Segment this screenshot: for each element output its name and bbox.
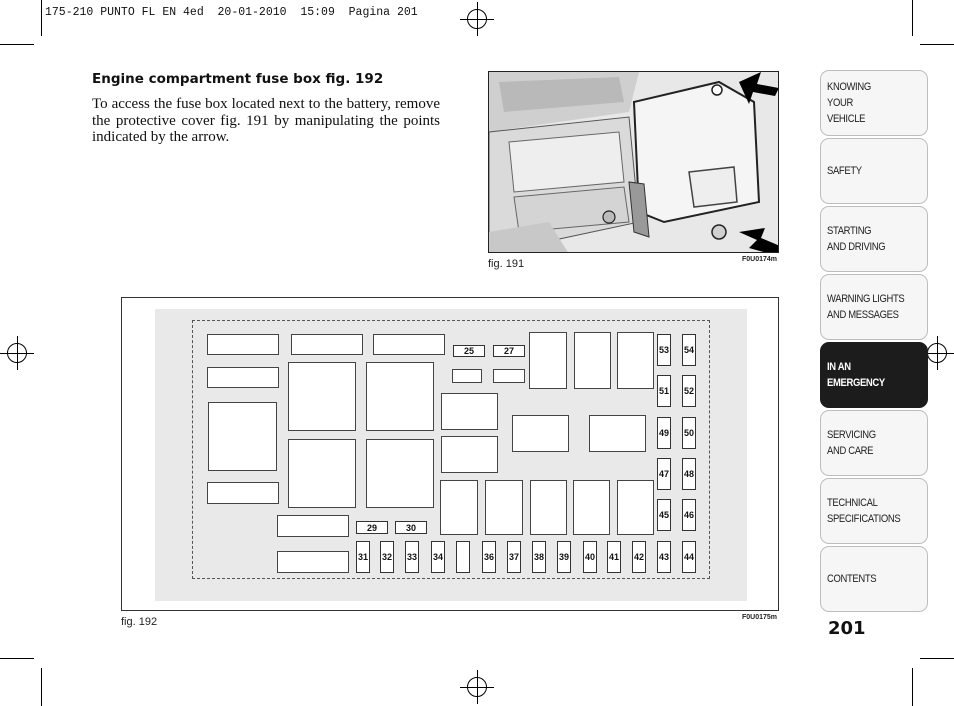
registration-mark-top — [460, 2, 494, 36]
fuse-39: 39 — [557, 541, 571, 573]
relay-block — [441, 436, 498, 473]
fuse-42: 42 — [632, 541, 646, 573]
fuse-51: 51 — [657, 375, 671, 407]
fuse-27: 27 — [493, 345, 525, 357]
tab-label: SERVICING AND CARE — [827, 429, 876, 457]
relay-block — [208, 402, 277, 471]
crop-mark — [920, 658, 954, 659]
crop-mark — [912, 668, 913, 706]
page-number: 201 — [828, 618, 866, 639]
relay-block — [530, 480, 567, 535]
tab-label: KNOWING YOUR VEHICLE — [827, 81, 871, 125]
relay-block — [512, 415, 569, 452]
crop-mark — [912, 0, 913, 36]
relay-block — [366, 362, 434, 431]
crop-mark — [0, 658, 34, 659]
crop-mark — [41, 0, 42, 36]
tab-contents[interactable]: CONTENTS — [820, 546, 928, 612]
tab-starting-and-driving[interactable]: STARTING AND DRIVING — [820, 206, 928, 272]
fuse-41: 41 — [607, 541, 621, 573]
relay-block — [291, 334, 363, 355]
relay-block — [493, 369, 525, 383]
fuse-30: 30 — [395, 521, 427, 534]
relay-block — [288, 439, 356, 508]
relay-block — [574, 332, 611, 389]
fuse-box-diagram: 25 27 29 30 31 32 33 34 36 37 38 39 40 4… — [121, 297, 779, 611]
fuse-25: 25 — [453, 345, 485, 357]
relay-block — [277, 515, 349, 537]
tab-label: STARTING AND DRIVING — [827, 225, 886, 253]
crop-mark — [0, 44, 34, 45]
fuse-35-empty — [456, 541, 470, 573]
fuse-52: 52 — [682, 375, 696, 407]
fuse-50: 50 — [682, 417, 696, 449]
relay-block — [277, 551, 349, 573]
relay-block — [589, 415, 646, 452]
relay-block — [529, 332, 567, 389]
tab-warning-lights[interactable]: WARNING LIGHTS AND MESSAGES — [820, 274, 928, 340]
fuse-box-outline — [192, 320, 710, 579]
print-slug: 175-210 PUNTO FL EN 4ed 20-01-2010 15:09… — [45, 6, 418, 19]
fuse-47: 47 — [657, 458, 671, 490]
section-body: To access the fuse box located next to t… — [92, 96, 440, 145]
relay-block — [440, 480, 478, 535]
fuse-43: 43 — [657, 541, 671, 573]
fig-192-caption: fig. 192 — [121, 616, 158, 628]
crop-mark — [41, 668, 42, 706]
relay-block — [366, 439, 434, 508]
tab-label: CONTENTS — [827, 573, 877, 585]
fig-191-caption: fig. 191 — [488, 258, 525, 270]
fuse-33: 33 — [405, 541, 419, 573]
fuse-53: 53 — [657, 334, 671, 366]
fuse-49: 49 — [657, 417, 671, 449]
fuse-48: 48 — [682, 458, 696, 490]
relay-block — [573, 480, 610, 535]
fuse-36: 36 — [482, 541, 496, 573]
tab-label: WARNING LIGHTS AND MESSAGES — [827, 293, 905, 321]
relay-block — [373, 334, 445, 355]
relay-block — [617, 480, 654, 535]
fuse-34: 34 — [431, 541, 445, 573]
tab-label: SAFETY — [827, 165, 862, 177]
fuse-46: 46 — [682, 499, 696, 531]
fuse-40: 40 — [583, 541, 597, 573]
relay-block — [207, 334, 279, 355]
tab-label: IN AN EMERGENCY — [827, 361, 885, 389]
tab-servicing-and-care[interactable]: SERVICING AND CARE — [820, 410, 928, 476]
tab-technical-specifications[interactable]: TECHNICAL SPECIFICATIONS — [820, 478, 928, 544]
fuse-29: 29 — [356, 521, 388, 534]
section-heading: Engine compartment fuse box fig. 192 — [92, 71, 384, 87]
fig-191-code: F0U0174m — [742, 256, 778, 263]
registration-mark-left — [0, 336, 34, 370]
relay-block — [207, 367, 279, 388]
relay-block — [288, 362, 356, 431]
fuse-32: 32 — [380, 541, 394, 573]
fuse-45: 45 — [657, 499, 671, 531]
fuse-31: 31 — [356, 541, 370, 573]
crop-mark — [920, 44, 954, 45]
relay-block — [617, 332, 654, 389]
relay-block — [452, 369, 482, 383]
tab-knowing-your-vehicle[interactable]: KNOWING YOUR VEHICLE — [820, 70, 928, 136]
fuse-54: 54 — [682, 334, 696, 366]
fuse-44: 44 — [682, 541, 696, 573]
tab-label: TECHNICAL SPECIFICATIONS — [827, 497, 901, 525]
fig-192-code: F0U0175m — [742, 614, 778, 621]
relay-block — [207, 482, 279, 504]
relay-block — [485, 480, 523, 535]
engine-bay-illustration — [489, 72, 778, 252]
relay-block — [441, 393, 498, 430]
fuse-37: 37 — [507, 541, 521, 573]
tab-safety[interactable]: SAFETY — [820, 138, 928, 204]
fuse-38: 38 — [532, 541, 546, 573]
engine-bay-photo — [488, 71, 779, 253]
tab-in-an-emergency[interactable]: IN AN EMERGENCY — [820, 342, 928, 408]
registration-mark-bottom — [460, 670, 494, 704]
